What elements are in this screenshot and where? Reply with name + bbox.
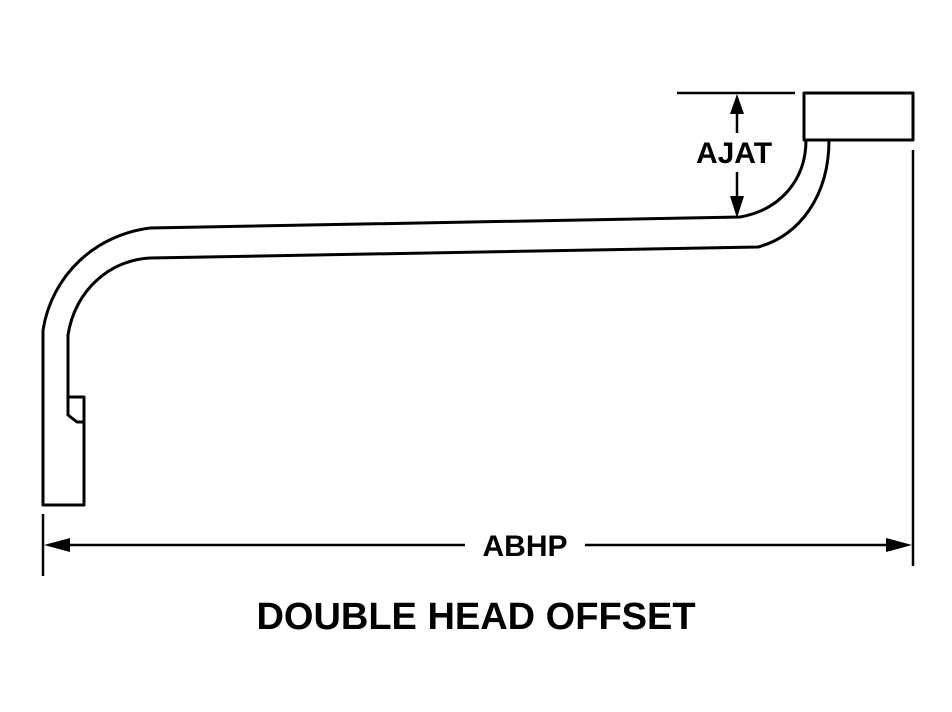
ajat-arrow-up bbox=[730, 94, 744, 114]
diagram-caption: DOUBLE HEAD OFFSET bbox=[256, 596, 695, 638]
abhp-arrow-left bbox=[44, 538, 70, 552]
ajat-dimension: AJAT bbox=[677, 91, 795, 218]
left-head bbox=[41, 330, 86, 507]
abhp-arrow-right bbox=[886, 538, 912, 552]
ajat-arrow-down bbox=[730, 196, 744, 218]
ajat-label: AJAT bbox=[696, 137, 772, 170]
abhp-dimension: ABHP bbox=[41, 150, 915, 576]
right-head bbox=[802, 91, 915, 142]
abhp-label: ABHP bbox=[482, 530, 567, 563]
right-head-outline bbox=[802, 91, 915, 142]
shank-outer-edge bbox=[41, 139, 808, 331]
shank-inner-edge bbox=[66, 139, 831, 397]
left-head-outline bbox=[41, 330, 86, 507]
wrench-shank bbox=[41, 139, 831, 397]
